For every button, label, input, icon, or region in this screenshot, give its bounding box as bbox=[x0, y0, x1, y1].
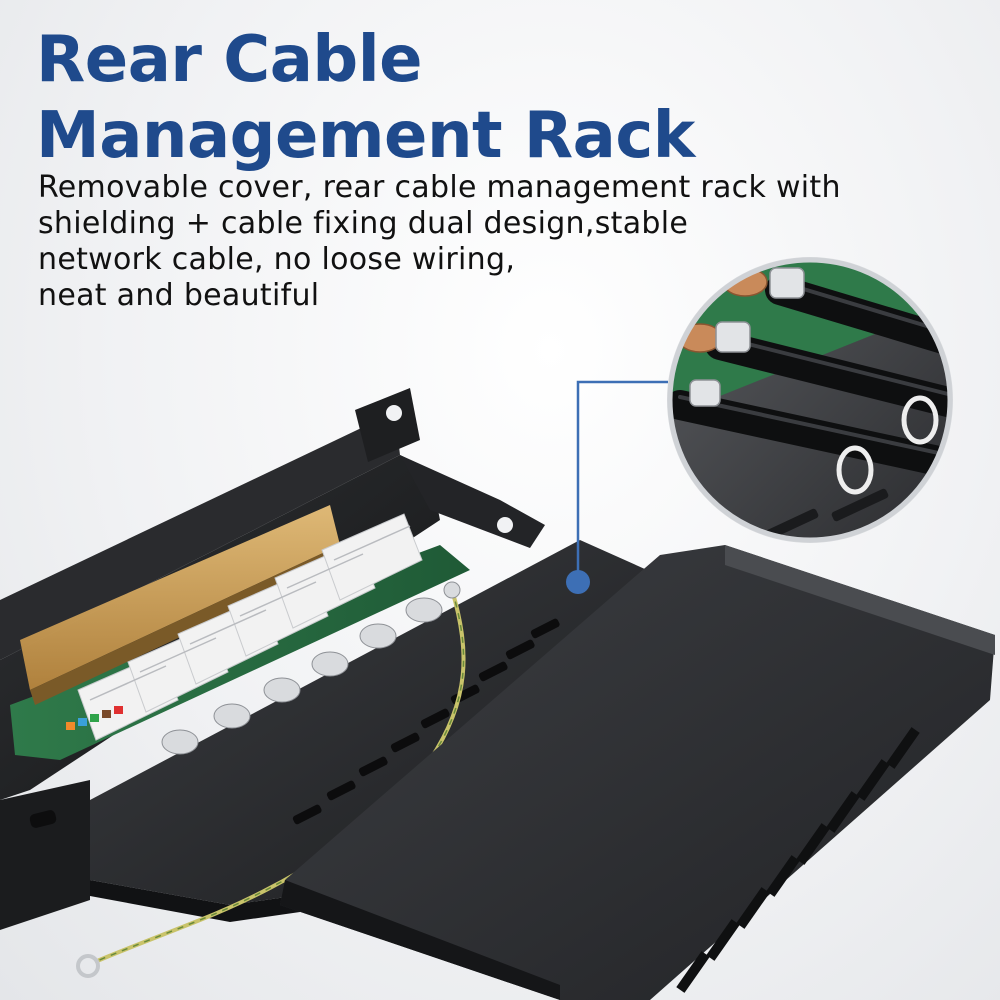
cable-slots bbox=[292, 618, 560, 825]
keystone-module-row bbox=[10, 505, 470, 760]
page-title: Rear Cable Management Rack bbox=[36, 22, 695, 174]
title-line-1: Rear Cable bbox=[36, 23, 423, 97]
zoom-detail-circle bbox=[667, 257, 953, 543]
cover-vent-slots bbox=[676, 727, 920, 993]
rear-cable-tray bbox=[90, 540, 665, 922]
feature-description: Removable cover, rear cable management r… bbox=[38, 170, 841, 314]
description-line-4: neat and beautiful bbox=[38, 278, 320, 313]
description-line-2: shielding + cable fixing dual design,sta… bbox=[38, 206, 689, 241]
callout-dot-icon bbox=[566, 570, 590, 594]
rack-ear bbox=[355, 388, 420, 462]
keystone-module bbox=[321, 513, 423, 601]
removable-cover bbox=[280, 545, 995, 1000]
mounting-hole-icon bbox=[386, 405, 402, 421]
callout-connector bbox=[566, 380, 668, 594]
title-line-2: Management Rack bbox=[36, 99, 695, 173]
ground-lug-icon bbox=[76, 954, 100, 978]
mounting-hole-icon bbox=[497, 517, 513, 533]
description-line-3: network cable, no loose wiring, bbox=[38, 242, 516, 277]
wiring-color-code bbox=[66, 706, 123, 730]
cable-clamp-icon bbox=[689, 267, 805, 407]
description-line-1: Removable cover, rear cable management r… bbox=[38, 170, 841, 205]
